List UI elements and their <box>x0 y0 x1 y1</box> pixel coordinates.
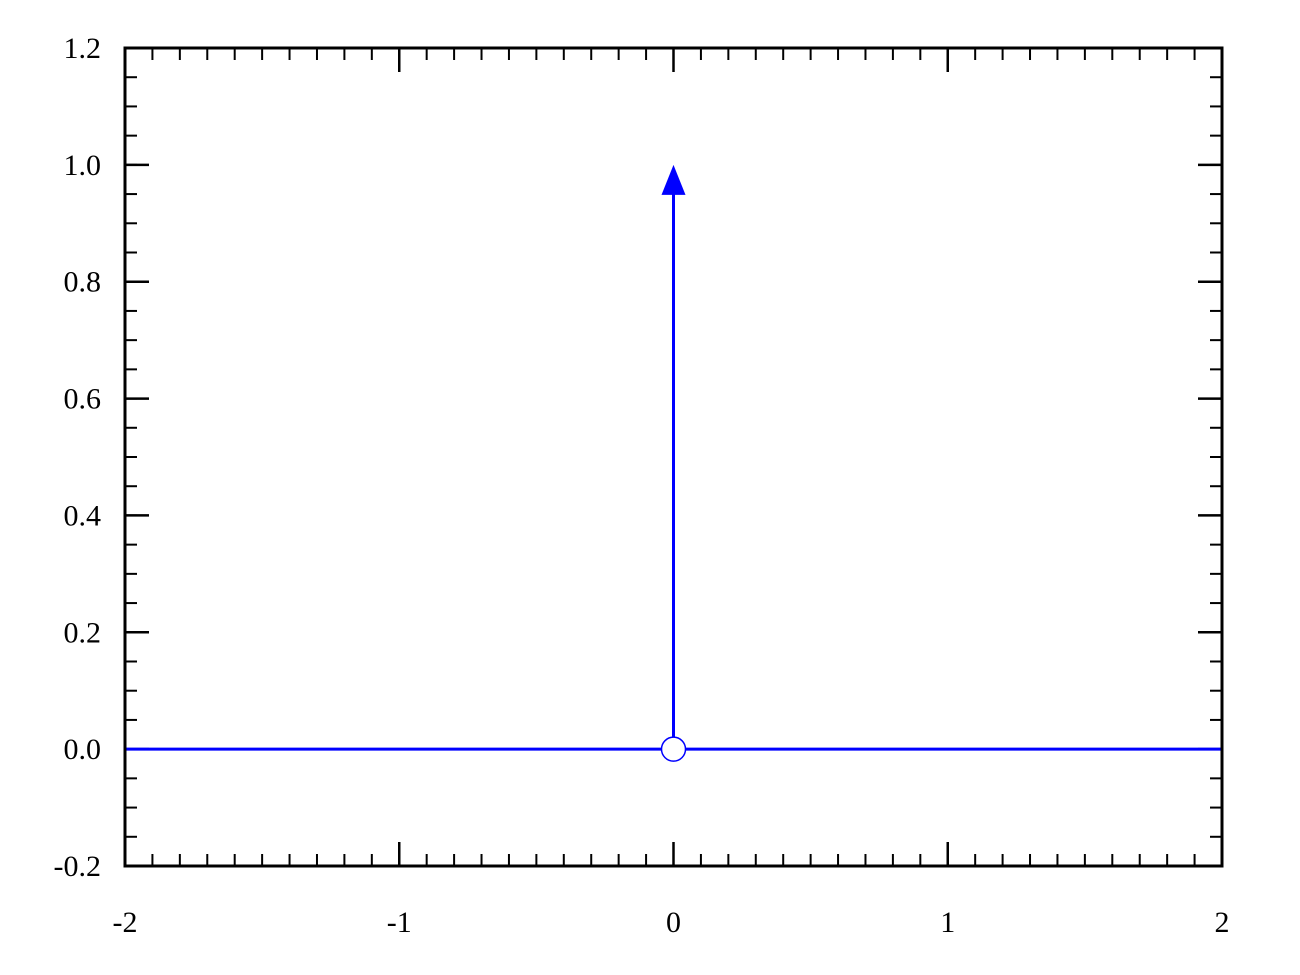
y-tick-label: 0.0 <box>64 733 102 766</box>
x-tick-label: 0 <box>666 906 681 939</box>
y-tick-labels: -0.2 0.0 0.2 0.4 0.6 0.8 1.0 1.2 <box>54 32 102 883</box>
x-tick-label: -2 <box>113 906 138 939</box>
y-tick-label: 0.4 <box>64 499 102 532</box>
plot-frame <box>123 46 1224 868</box>
y-tick-label: 0.2 <box>64 616 102 649</box>
x-tick-labels: -2 -1 0 1 2 <box>113 906 1230 939</box>
impulse-arrowhead <box>661 164 686 195</box>
x-tick-label: 2 <box>1215 906 1230 939</box>
y-tick-label: 1.0 <box>64 149 102 182</box>
y-tick-label: 0.6 <box>64 383 102 416</box>
open-circle-marker <box>660 736 687 762</box>
y-tick-label: 1.2 <box>64 32 102 65</box>
y-tick-label: 0.8 <box>64 266 102 299</box>
y-tick-label: -0.2 <box>54 850 102 883</box>
series-layer <box>125 164 1222 762</box>
x-tick-label: -1 <box>387 906 412 939</box>
x-tick-label: 1 <box>940 906 955 939</box>
